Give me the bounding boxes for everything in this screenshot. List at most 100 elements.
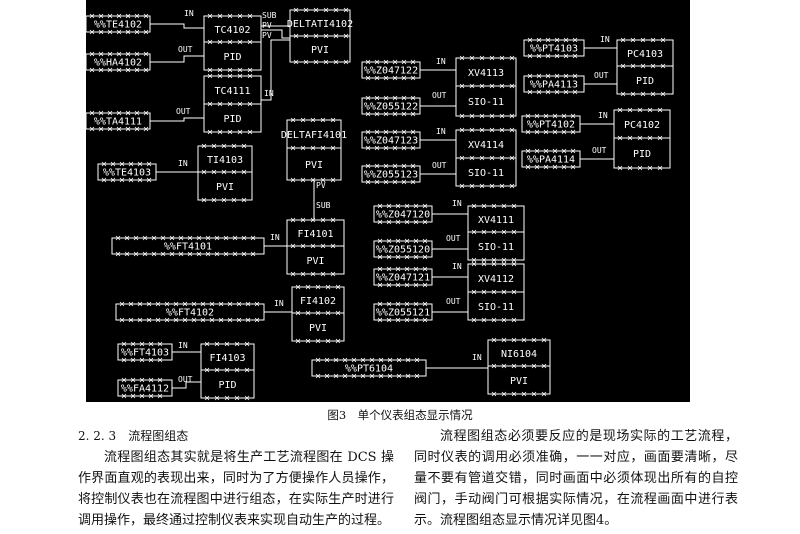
figure-canvas: TC4102PIDDELTATI4102PVITC4111PIDTI4103PV…	[86, 7, 674, 401]
port-label: PV	[262, 21, 272, 30]
block-title: TI4103	[207, 155, 243, 166]
io-tag-label: %%PT4103	[530, 44, 578, 55]
port-label: IN	[184, 9, 194, 18]
port-label: OUT	[178, 45, 193, 54]
right-paragraph: 流程图组态必须要反应的是现场实际的工艺流程，同时仪表的调用必须准确，一一对应，画…	[414, 429, 738, 528]
section-heading: 2. 2. 3 流程图组态	[78, 426, 394, 447]
io-tag: %%Z055123	[361, 163, 421, 185]
port-label: IN	[270, 233, 280, 242]
port-label: OUT	[594, 71, 609, 80]
block-type: PVI	[306, 256, 324, 267]
port-label: OUT	[432, 161, 447, 170]
block-title: XV4112	[478, 274, 514, 285]
block-type: SIO-11	[478, 302, 514, 313]
io-tag: %%Z055122	[361, 95, 421, 117]
io-tag-label: %%Z047122	[364, 66, 418, 77]
block-type: PID	[223, 114, 241, 125]
port-label: IN	[472, 353, 482, 362]
block-title: FI4101	[297, 229, 333, 240]
block-title: FI4102	[300, 296, 336, 307]
port-label: IN	[178, 341, 188, 350]
io-tag: %%Z055121	[373, 301, 433, 323]
block-type: PID	[223, 52, 241, 63]
io-tag-label: %%Z055120	[376, 245, 430, 256]
block-type: PVI	[309, 323, 327, 334]
block-title: DELTAFI4101	[281, 130, 347, 141]
io-tag-label: %%Z055122	[364, 102, 418, 113]
port-label: OUT	[592, 146, 607, 155]
io-tag-label: %%Z047120	[376, 210, 430, 221]
block-type: PVI	[510, 376, 528, 387]
io-tag-label: %%PT6104	[345, 364, 393, 375]
port-label: OUT	[176, 107, 191, 116]
block-type: PID	[633, 149, 651, 160]
port-label: OUT	[432, 91, 447, 100]
port-label: IN	[436, 127, 446, 136]
io-tag: %%Z055120	[373, 238, 433, 260]
io-tag-label: %%Z047123	[364, 136, 418, 147]
port-label: IN	[598, 111, 608, 120]
port-label: SUB	[262, 11, 277, 20]
block-title: DELTATI4102	[287, 19, 353, 30]
port-label: PV	[316, 181, 326, 190]
port-label: IN	[600, 35, 610, 44]
io-tag: %%Z047123	[361, 129, 421, 151]
port-label: IN	[452, 199, 462, 208]
right-column: 流程图组态必须要反应的是现场实际的工艺流程，同时仪表的调用必须准确，一一对应，画…	[414, 426, 738, 531]
io-tag: %%PA4114	[521, 148, 581, 170]
left-column: 2. 2. 3 流程图组态 流程图组态其实就是将生产工艺流程图在 DCS 操作界…	[78, 426, 394, 531]
io-tag: %%FT4101	[111, 235, 265, 257]
io-tag: %%PA4113	[523, 73, 585, 95]
io-tag-label: %%FA4112	[121, 384, 169, 395]
port-label: IN	[274, 299, 284, 308]
port-label: IN	[436, 57, 446, 66]
block-type: PVI	[216, 182, 234, 193]
io-tag: %%TE4103	[97, 161, 157, 183]
section-number: 2. 2. 3	[78, 429, 117, 443]
block-title: FI4103	[209, 353, 245, 364]
io-tag: %%TE4102	[86, 13, 151, 35]
block-title: XV4111	[478, 215, 514, 226]
block-type: SIO-11	[468, 168, 504, 179]
io-tag-label: %%Z047121	[376, 273, 430, 284]
io-tag-label: %%FT4103	[121, 348, 169, 359]
block-type: PVI	[305, 160, 323, 171]
io-tag: %%Z047121	[373, 266, 433, 288]
io-tag-label: %%TA4111	[94, 117, 142, 128]
io-tag: %%FA4112	[117, 377, 173, 399]
io-tag-label: %%Z055123	[364, 170, 418, 181]
io-tag-label: %%PT4102	[527, 120, 575, 131]
block-title: NI6104	[501, 349, 537, 360]
block-type: SIO-11	[468, 97, 504, 108]
io-tag: %%PT4103	[523, 37, 585, 59]
io-tag-label: %%TE4102	[94, 20, 142, 31]
io-tag: %%HA4102	[86, 51, 151, 73]
io-tag-label: %%HA4102	[94, 58, 142, 69]
port-label: PV	[262, 31, 272, 40]
io-tag: %%PT6104	[311, 357, 427, 379]
block-title: TC4111	[214, 86, 250, 97]
figure-caption: 图3 单个仪表组态显示情况	[327, 408, 473, 422]
io-tag: %%FT4103	[117, 341, 173, 363]
block-title: TC4102	[214, 25, 250, 36]
io-tag: %%PT4102	[521, 113, 581, 135]
io-tag: %%FT4102	[115, 301, 265, 323]
io-tag-label: %%FT4101	[164, 242, 212, 253]
left-paragraph: 流程图组态其实就是将生产工艺流程图在 DCS 操作界面直观的表现出来，同时为了方…	[78, 450, 394, 528]
port-label: OUT	[178, 375, 193, 384]
block-title: PC4103	[627, 49, 663, 60]
io-tag-label: %%FT4102	[166, 308, 214, 319]
port-label: IN	[178, 159, 188, 168]
block-type: PID	[218, 380, 236, 391]
